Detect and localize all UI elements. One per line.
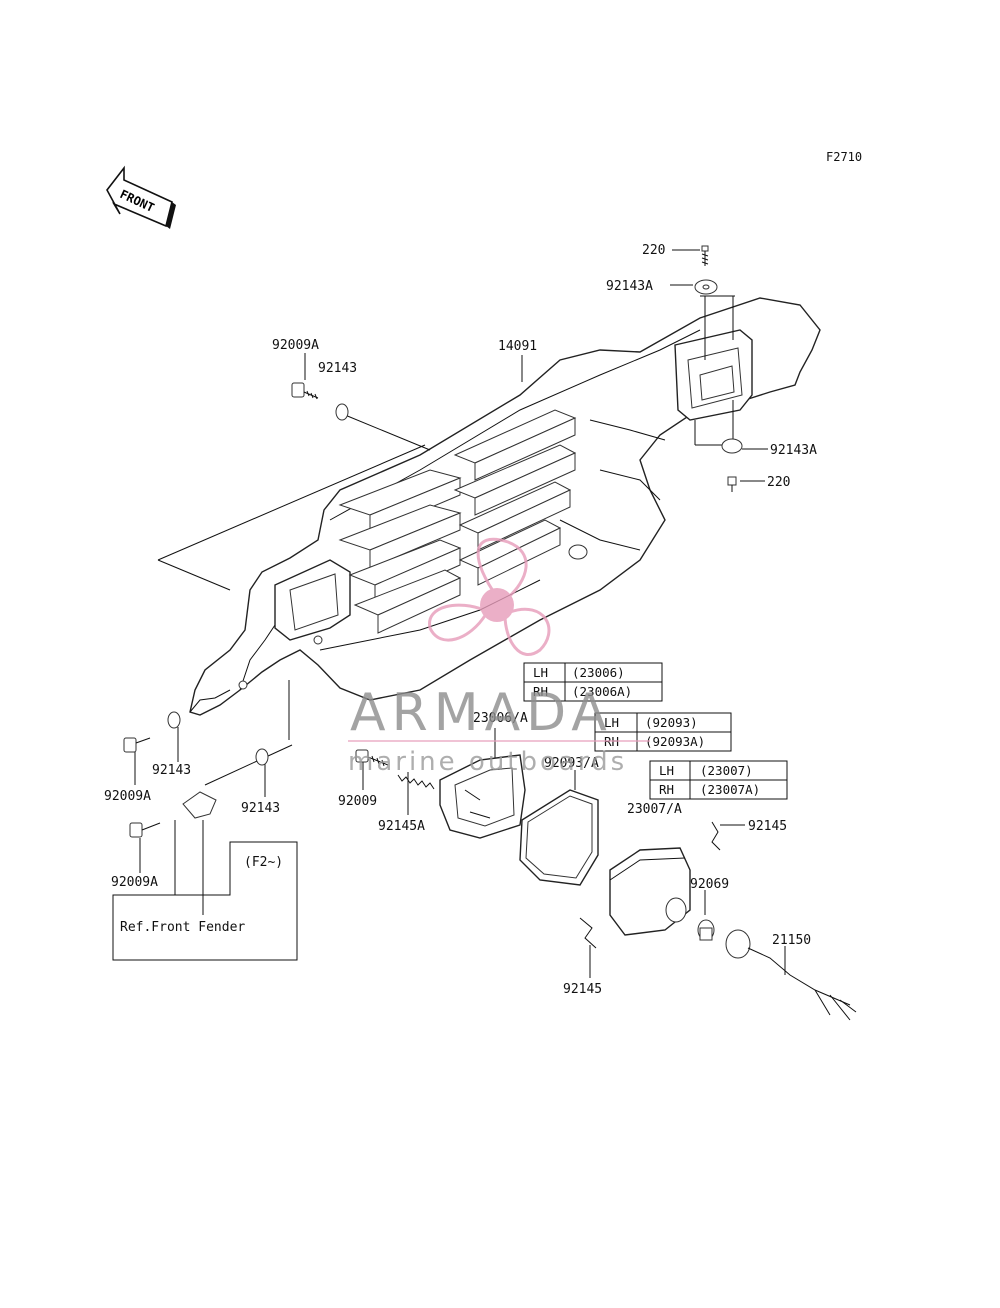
table-23007-lh-part: (23007) (700, 763, 753, 778)
label-23007A: 23007/A (627, 802, 682, 817)
lamp-unit-23007A-icon (609, 847, 691, 936)
bolt-92009A-lower-icon (129, 822, 161, 838)
watermark: ARMADA marine outboards (348, 537, 650, 777)
screw-220-bottom-icon (727, 476, 737, 492)
bolt-92009A-left-icon (123, 737, 151, 753)
label-21150: 21150 (772, 933, 811, 948)
washer-92143-top-icon (335, 403, 349, 421)
watermark-brand: ARMADA (350, 683, 613, 743)
table-23007-rh-part: (23007A) (700, 782, 760, 797)
label-92009A-left: 92009A (104, 789, 151, 804)
table-92093-lh: LH (604, 715, 619, 730)
label-92143-left: 92143 (152, 763, 191, 778)
socket-harness-21150-icon (725, 929, 857, 1021)
clip-92145-lower-icon (579, 917, 597, 949)
table-23007: LH (23007) RH (23007A) (649, 760, 788, 800)
label-220-bottom: 220 (767, 475, 790, 490)
table-23006-rh-part: (23006A) (572, 684, 632, 699)
table-92093-lh-part: (92093) (645, 715, 698, 730)
label-92009A-lower: 92009A (111, 875, 158, 890)
table-92093: LH (92093) RH (92093A) (594, 712, 732, 752)
table-23007-rh: RH (659, 782, 674, 797)
label-92145A: 92145A (378, 819, 425, 834)
label-92093A: 92093/A (544, 756, 599, 771)
table-23006-rh: RH (533, 684, 548, 699)
label-92143-top: 92143 (318, 361, 357, 376)
bolt-92009-icon (355, 749, 389, 767)
label-92069: 92069 (690, 877, 729, 892)
label-23006A: 23006/A (473, 711, 528, 726)
label-92009: 92009 (338, 794, 377, 809)
table-23006-lh-part: (23006) (572, 665, 625, 680)
screw-220-top-icon (701, 245, 709, 266)
label-220-top: 220 (642, 243, 665, 258)
label-92143-right: 92143 (241, 801, 280, 816)
reference-model-range: (F2~) (244, 855, 283, 870)
table-23006-lh: LH (533, 665, 548, 680)
table-92093-rh-part: (92093A) (645, 734, 705, 749)
lamp-frame-23006A-icon (439, 754, 526, 839)
leader-lines (134, 249, 786, 978)
reference-box: (F2~) Ref.Front Fender (112, 841, 298, 961)
reference-front-fender: Ref.Front Fender (120, 920, 245, 935)
table-23007-lh: LH (659, 763, 674, 778)
grommet-92143A-bottom-icon (721, 438, 743, 454)
bulb-92069-icon (697, 919, 715, 941)
grille-cover-14091 (189, 297, 821, 716)
propeller-logo-icon (428, 537, 551, 656)
front-arrow-icon: FRONT (106, 165, 176, 229)
bolt-92009A-top-icon (291, 382, 319, 400)
spring-92145A-icon (397, 774, 435, 790)
label-92143A-bottom: 92143A (770, 443, 817, 458)
table-23006: LH (23006) RH (23006A) (523, 662, 663, 702)
label-92145-lower: 92145 (563, 982, 602, 997)
watermark-tagline: marine outboards (348, 747, 627, 777)
bracket-icon (182, 791, 217, 819)
label-92143A-top: 92143A (606, 279, 653, 294)
washer-92143-right-icon (255, 748, 269, 766)
label-14091: 14091 (498, 339, 537, 354)
figure-code: F2710 (826, 150, 862, 164)
washer-92143-left-icon (167, 711, 181, 729)
clip-92145-right-icon (711, 821, 721, 851)
label-92009A-top: 92009A (272, 338, 319, 353)
label-92145-right: 92145 (748, 819, 787, 834)
